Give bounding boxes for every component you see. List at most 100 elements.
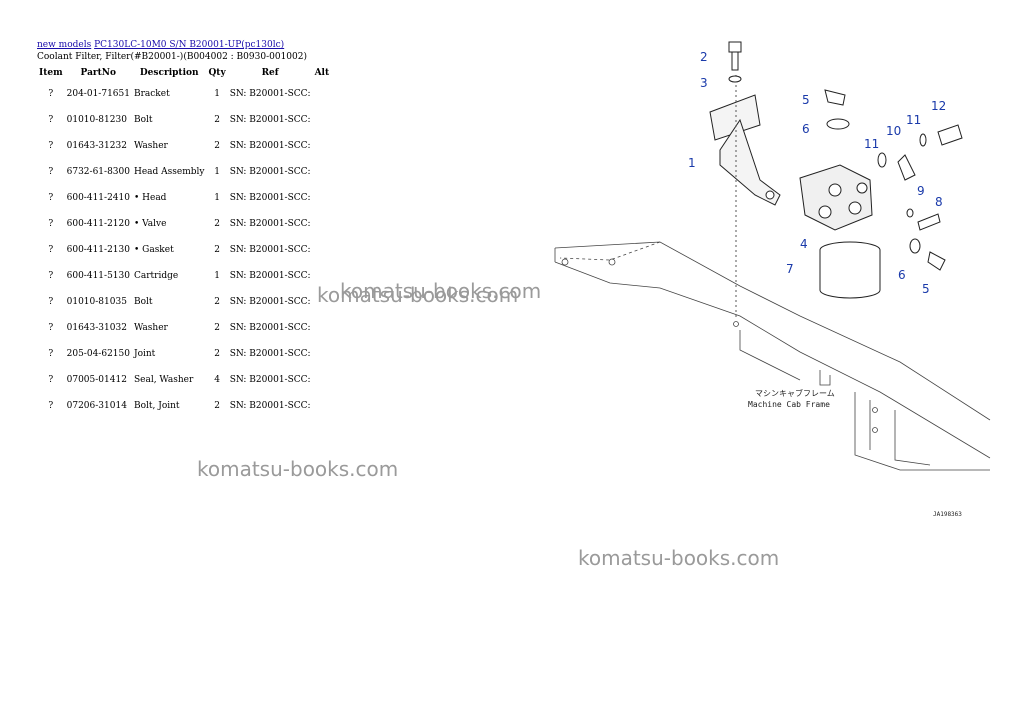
cell-qty: 4: [214, 375, 220, 385]
cell-partno: 600-411-5130: [66, 271, 130, 281]
cell-item: ?: [48, 323, 54, 333]
frame-label-en: Machine Cab Frame: [748, 400, 830, 409]
cell-qty: 2: [214, 323, 220, 333]
head-assembly-part: [799, 164, 873, 231]
col-item: Item: [39, 68, 63, 78]
cell-partno: 01010-81230: [66, 115, 127, 125]
cartridge-part: [819, 241, 881, 299]
callout-label: 2: [700, 50, 708, 64]
cell-qty: 1: [214, 271, 220, 281]
callout-label: 7: [786, 262, 794, 276]
cell-ref: SN: B20001-SCC:: [229, 167, 311, 177]
cell-partno: 600-411-2410: [66, 193, 130, 203]
cell-ref: SN: B20001-SCC:: [229, 89, 311, 99]
cell-alt: [313, 315, 332, 341]
cell-qty: 2: [214, 349, 220, 359]
cell-item: ?: [48, 89, 54, 99]
cell-partno: 6732-61-8300: [66, 167, 130, 177]
cell-partno: 01643-31232: [66, 141, 127, 151]
cell-item: ?: [48, 297, 54, 307]
cell-alt: [313, 159, 332, 185]
watermark: komatsu-books.com: [317, 283, 519, 307]
frame-label-jp: マシンキャブフレーム: [755, 388, 835, 398]
cell-qty: 2: [214, 219, 220, 229]
cell-item: ?: [48, 193, 54, 203]
col-partno: PartNo: [80, 68, 117, 78]
watermark: komatsu-books.com: [340, 279, 542, 303]
cell-partno: 600-411-2130: [66, 245, 130, 255]
cell-ref: SN: B20001-SCC:: [229, 115, 311, 125]
cell-qty: 2: [214, 297, 220, 307]
cell-description: Cartridge: [133, 271, 179, 281]
table-row: ? 01010-81035 Bolt 2 SN: B20001-SCC:: [37, 289, 331, 315]
cell-item: ?: [48, 167, 54, 177]
col-qty: Qty: [208, 68, 226, 78]
callout-label: 1: [688, 156, 696, 170]
callout-label: 10: [886, 124, 901, 138]
callout-label: 9: [917, 184, 925, 198]
diagram-code: JA198363: [933, 511, 962, 518]
parts-table: Item PartNo Description Qty Ref Alt ?204…: [37, 65, 331, 419]
bracket-part: [709, 75, 781, 320]
cell-description: Bolt: [133, 115, 153, 125]
callout-label: 11: [906, 113, 921, 127]
callout-label: 11: [864, 137, 879, 151]
cell-alt: [313, 185, 332, 211]
cell-alt: [313, 367, 332, 393]
cell-item: ?: [48, 219, 54, 229]
cell-description: Head Assembly: [133, 167, 205, 177]
cell-partno: 600-411-2120: [66, 219, 130, 229]
callout-label: 8: [935, 195, 943, 209]
page-subtitle: Coolant Filter, Filter(#B20001-)(B004002…: [37, 52, 307, 62]
breadcrumb: new models PC130LC-10M0 S/N B20001-UP(pc…: [37, 40, 284, 50]
cell-ref: SN: B20001-SCC:: [229, 141, 311, 151]
cell-qty: 1: [214, 167, 220, 177]
cell-ref: SN: B20001-SCC:: [229, 323, 311, 333]
cell-alt: [313, 237, 332, 263]
cell-partno: 204-01-71651: [66, 89, 130, 99]
cell-partno: 01643-31032: [66, 323, 127, 333]
breadcrumb-link-new-models[interactable]: new models: [37, 40, 92, 50]
cell-qty: 2: [214, 245, 220, 255]
cell-description: Bracket: [133, 89, 170, 99]
cell-item: ?: [48, 401, 54, 411]
col-ref: Ref: [261, 68, 279, 78]
cell-ref: SN: B20001-SCC:: [229, 271, 311, 281]
bolt-part: [728, 41, 742, 83]
callout-labels: 1 2 3 4 5 5 6 6 7 8 9 10 11 11 12: [688, 50, 946, 296]
cell-item: ?: [48, 271, 54, 281]
cell-alt: [313, 211, 332, 237]
machine-cab-frame: [554, 241, 991, 471]
cell-ref: SN: B20001-SCC:: [229, 375, 311, 385]
cell-partno: 07206-31014: [66, 401, 127, 411]
cell-partno: 01010-81035: [66, 297, 127, 307]
cell-ref: SN: B20001-SCC:: [229, 219, 311, 229]
parts-diagram: 1 2 3 4 5 5 6 6 7 8 9 10 11 11 12 マシンキャブ…: [554, 41, 991, 518]
cell-item: ?: [48, 115, 54, 125]
cell-item: ?: [48, 245, 54, 255]
cell-qty: 2: [214, 401, 220, 411]
breadcrumb-link-model[interactable]: PC130LC-10M0 S/N B20001-UP(pc130lc): [94, 40, 285, 50]
cell-partno: 205-04-62150: [66, 349, 130, 359]
cell-description: Bolt, Joint: [133, 401, 180, 411]
cell-qty: 1: [214, 89, 220, 99]
cell-description: Bolt: [133, 297, 153, 307]
watermark: komatsu-books.com: [578, 546, 780, 570]
callout-label: 5: [922, 282, 930, 296]
callout-label: 6: [802, 122, 810, 136]
cell-ref: SN: B20001-SCC:: [229, 297, 311, 307]
cell-alt: [313, 133, 332, 159]
cell-alt: [313, 107, 332, 133]
callout-label: 3: [700, 76, 708, 90]
cell-ref: SN: B20001-SCC:: [229, 245, 311, 255]
cell-partno: 07005-01412: [66, 375, 127, 385]
cell-description: • Head: [133, 193, 167, 203]
callout-label: 12: [931, 99, 946, 113]
cell-item: ?: [48, 141, 54, 151]
